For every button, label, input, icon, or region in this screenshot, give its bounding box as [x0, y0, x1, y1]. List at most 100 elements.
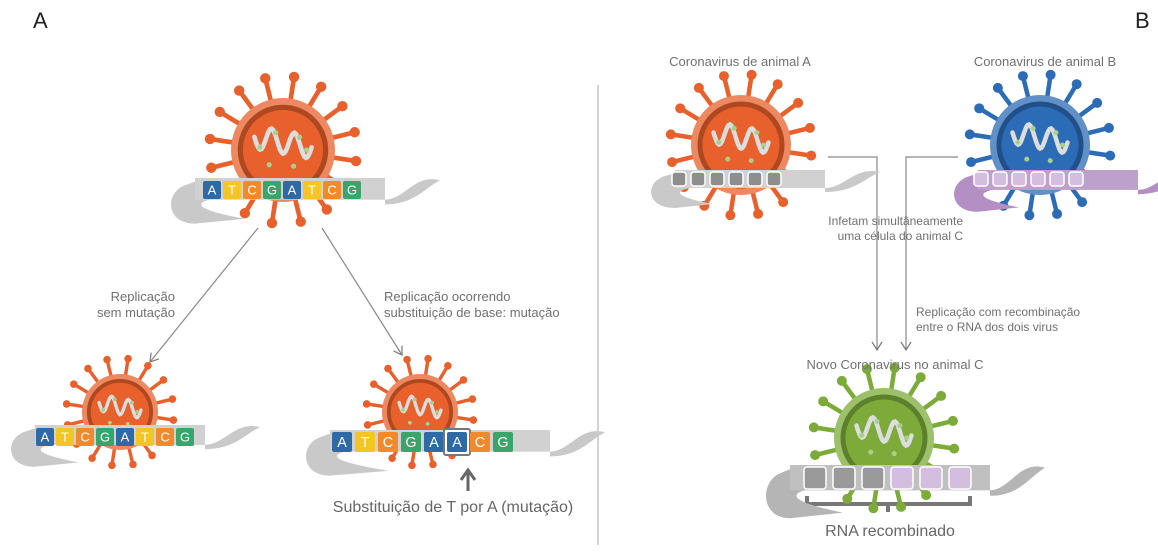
- virus-a-label: Coronavirus de animal A: [669, 54, 811, 69]
- base-letter: A: [452, 435, 462, 451]
- spike-tip: [429, 460, 437, 469]
- spike-tip: [362, 400, 371, 408]
- spike-tip: [665, 129, 676, 140]
- panel-letter-a: A: [33, 8, 48, 33]
- protein-dot: [868, 449, 874, 455]
- spike-tip: [350, 155, 362, 167]
- protein-dot: [430, 400, 435, 405]
- spike-tip: [124, 354, 132, 363]
- rna-segment: [728, 171, 744, 187]
- protein-dot: [748, 158, 754, 164]
- spike-tip: [204, 133, 216, 145]
- base-letter: T: [361, 435, 370, 451]
- spike-tip: [1045, 69, 1056, 80]
- protein-dot: [891, 451, 897, 457]
- base-box: [176, 428, 194, 446]
- spike-tip: [408, 461, 416, 470]
- protein-dot: [1015, 139, 1021, 145]
- spike-tip: [949, 443, 960, 454]
- spike-tip: [861, 364, 872, 375]
- spike-tip: [675, 103, 686, 114]
- spike-tip: [1017, 71, 1028, 82]
- base-letter: A: [288, 183, 297, 198]
- spike-tip: [288, 71, 300, 83]
- spike-tip: [349, 127, 360, 138]
- rna-segment: [992, 171, 1008, 187]
- spike-tip: [103, 355, 111, 364]
- base-box: [76, 428, 94, 446]
- protein-dot: [904, 435, 909, 441]
- protein-dot: [1053, 130, 1059, 136]
- base-letter: G: [100, 430, 110, 445]
- arrow-from-virus-a: [828, 156, 883, 352]
- virus-animal-b: [964, 69, 1116, 221]
- spike-tip: [206, 162, 217, 173]
- protein-dot: [135, 410, 140, 414]
- spike-tip: [315, 81, 327, 92]
- base-letter: G: [497, 435, 508, 451]
- label-coinfection-line1: Infetam simultâneamente: [828, 214, 963, 228]
- rna-segment: [919, 466, 943, 490]
- protein-dot: [1030, 125, 1036, 131]
- recombined-rna-label: RNA recombinado: [825, 523, 955, 540]
- rna-segment: [832, 466, 856, 490]
- spike-tip: [88, 454, 96, 463]
- base-letter: C: [160, 430, 169, 445]
- base-letter: C: [475, 435, 485, 451]
- spike-tip: [992, 82, 1003, 93]
- rna-segment: [861, 466, 885, 490]
- rna-segment: [1030, 171, 1046, 187]
- label-no-mutation-line2: sem mutação: [96, 305, 175, 320]
- spike-tip: [974, 103, 985, 114]
- base-letter: C: [80, 430, 89, 445]
- base-box: [56, 428, 74, 446]
- spike-tip: [1105, 150, 1116, 161]
- base-letter: G: [180, 430, 190, 445]
- rna-segment: [766, 171, 782, 187]
- spike-tip: [84, 364, 92, 373]
- rna-animal-b: [973, 171, 1084, 187]
- virus-recombined: [808, 362, 960, 514]
- base-box: [136, 428, 154, 446]
- base-letter: T: [308, 183, 316, 198]
- base-box: [283, 181, 301, 199]
- protein-dot: [108, 420, 112, 425]
- base-box: [447, 432, 467, 452]
- base-box: [303, 181, 321, 199]
- protein-dot: [273, 130, 279, 136]
- base-box: [332, 432, 352, 452]
- base-box: [355, 432, 375, 452]
- spike-tip: [793, 97, 804, 108]
- recombined-bracket: [805, 496, 972, 512]
- base-letter: T: [61, 430, 69, 445]
- virus-animal-a: [665, 69, 817, 221]
- spike-tip: [693, 82, 704, 93]
- rna-recombined: [803, 466, 972, 490]
- base-box: [493, 432, 513, 452]
- protein-dot: [401, 408, 406, 412]
- inner-rna: [97, 394, 143, 420]
- spike-tip: [836, 375, 847, 386]
- spike-tip: [1092, 97, 1103, 108]
- base-letter: C: [247, 183, 256, 198]
- spike-tip: [810, 450, 821, 461]
- protein-dot: [1047, 158, 1053, 164]
- base-box: [263, 181, 281, 199]
- spike-tip: [778, 197, 789, 208]
- spike-tip: [295, 216, 306, 227]
- base-letter: A: [429, 435, 439, 451]
- spike-tip: [921, 490, 932, 501]
- label-recombination-line2: entre o RNA dos dois virus: [916, 320, 1059, 334]
- rna-animal-a: [671, 171, 782, 187]
- spike-tip: [459, 376, 468, 384]
- spike-tip: [746, 69, 757, 80]
- protein-dot: [101, 408, 106, 412]
- protein-dot: [266, 162, 272, 168]
- inner-rna: [397, 394, 443, 420]
